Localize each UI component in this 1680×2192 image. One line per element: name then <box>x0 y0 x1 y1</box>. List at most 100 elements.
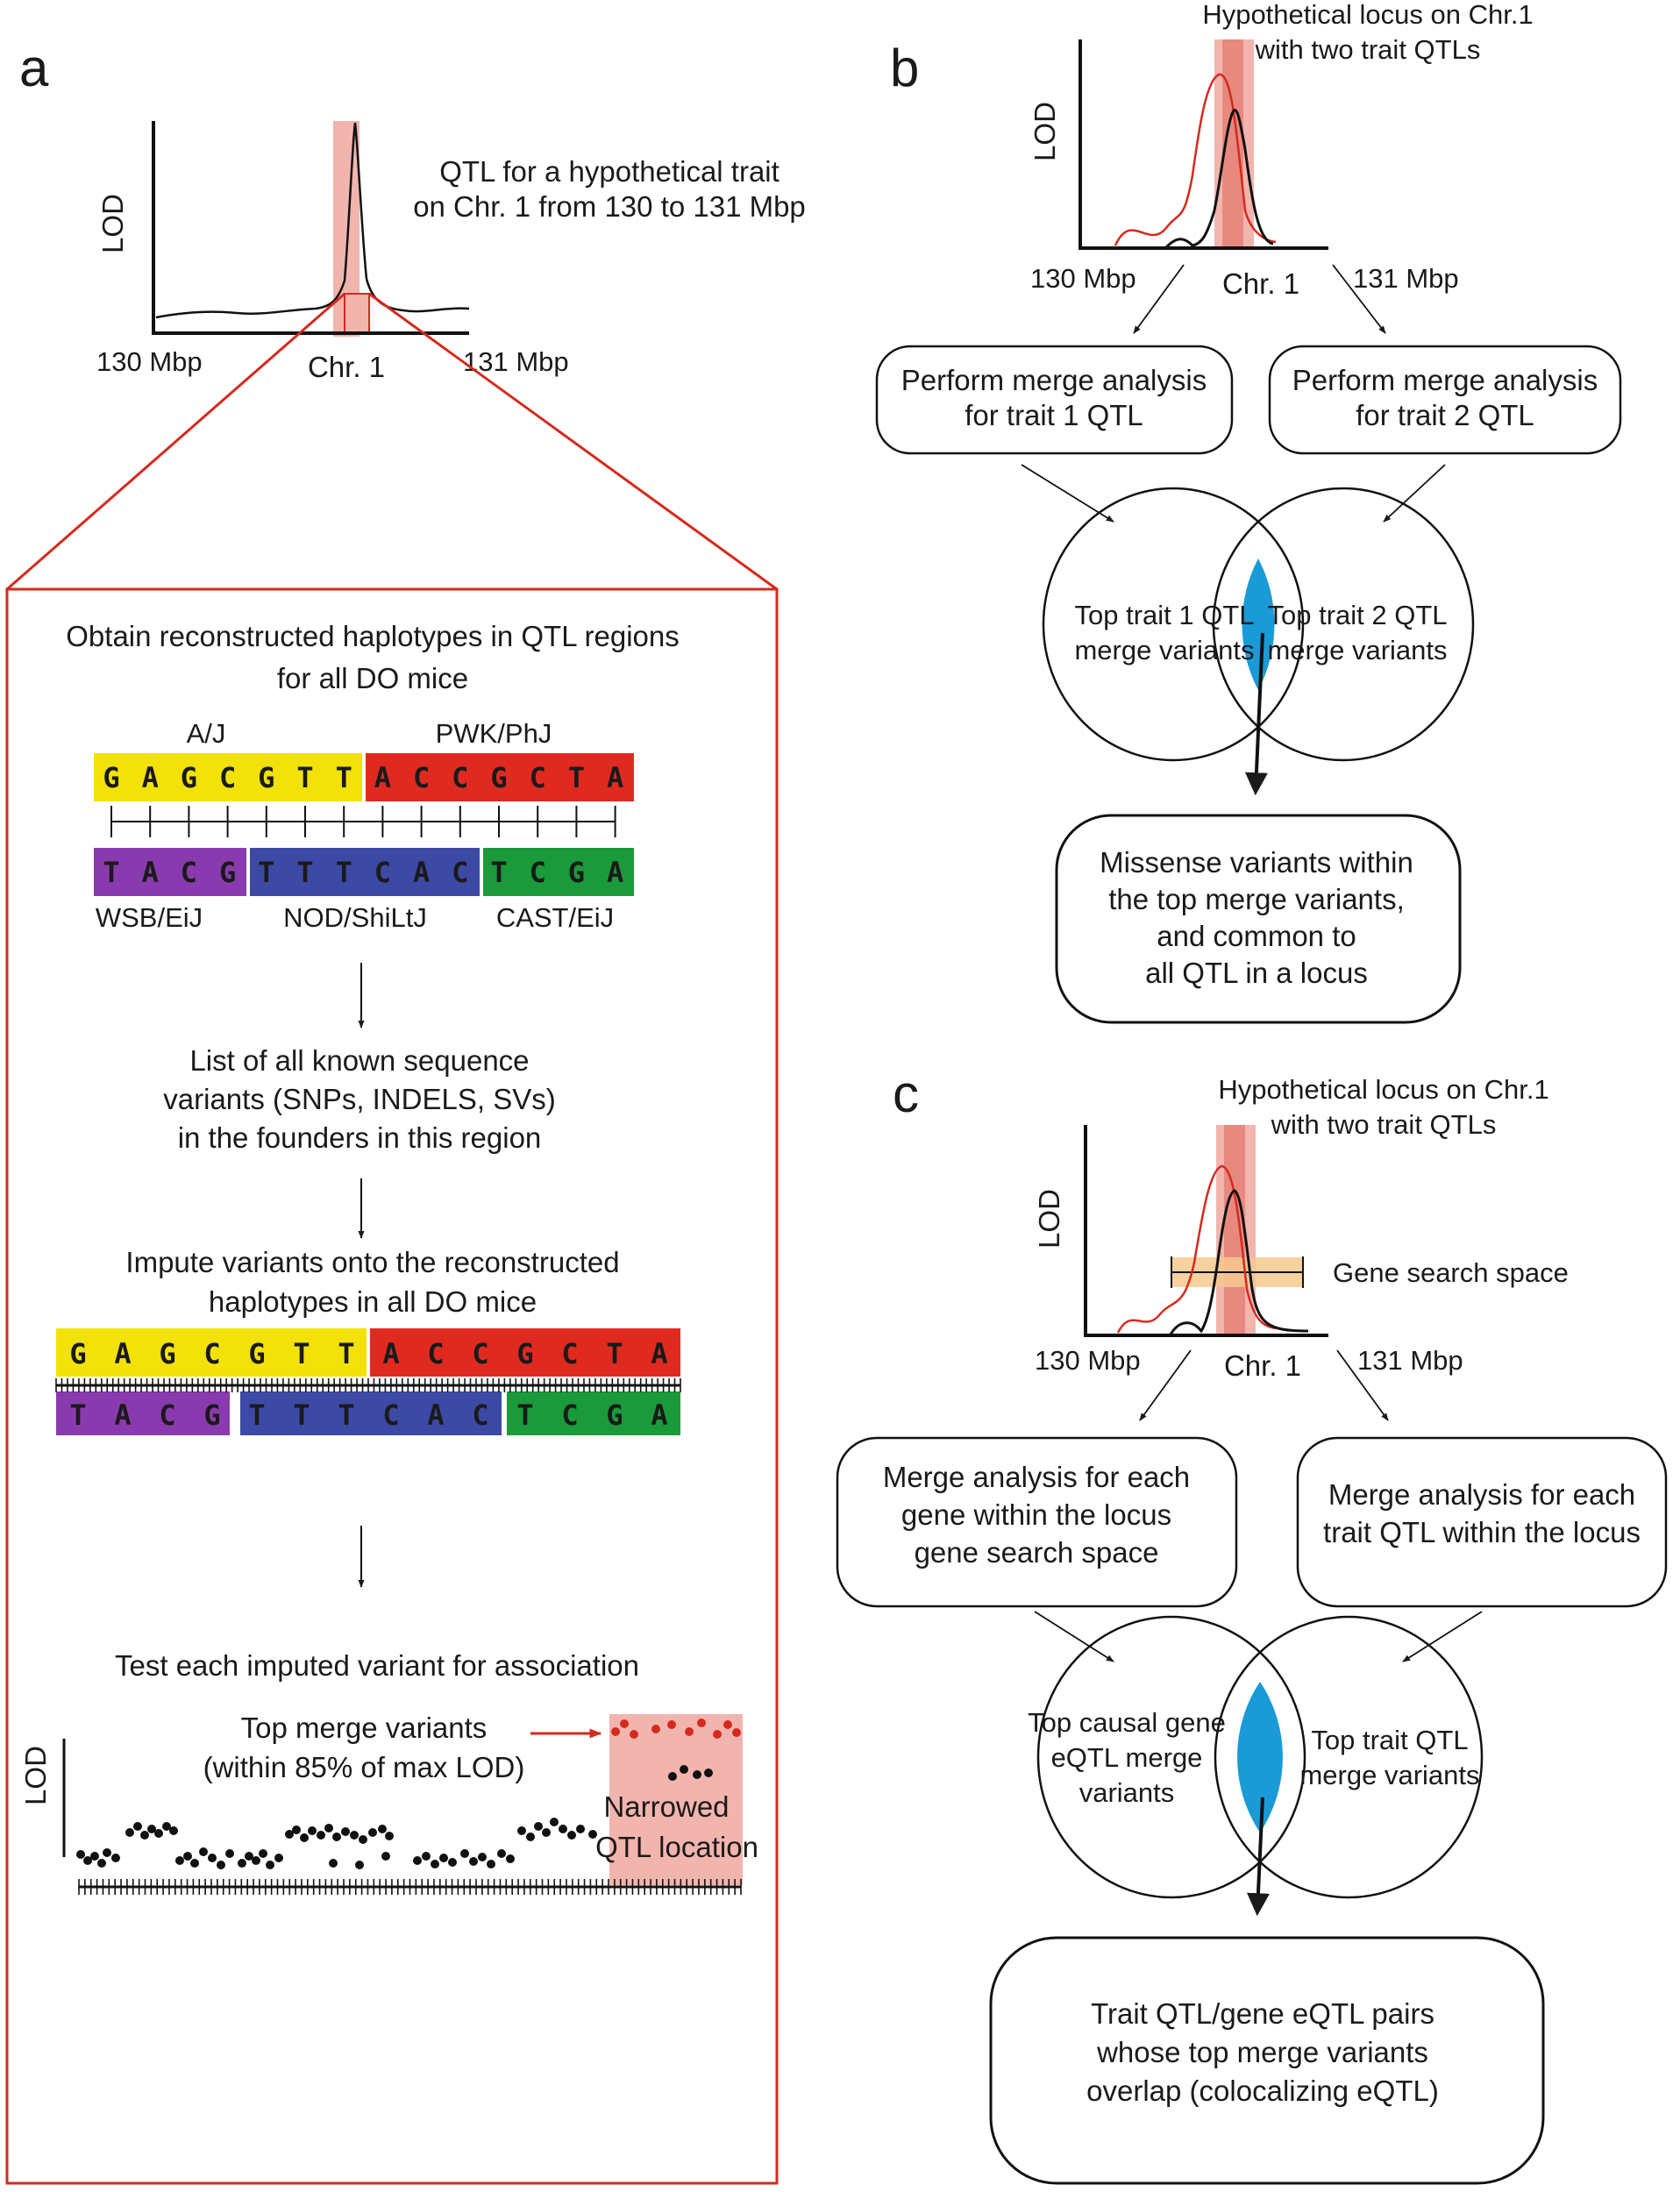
panel-c-venn-overlap <box>1237 1682 1283 1833</box>
step2-line3: in the founders in this region <box>178 1121 542 1154</box>
zoom-line-left <box>6 292 345 591</box>
panel-c-box-gene-line3: gene search space <box>915 1536 1159 1569</box>
variant-point <box>588 1830 597 1839</box>
qtl-caption-line1: QTL for a hypothetical trait <box>439 155 779 188</box>
panel-b-venn-left-line2: merge variants <box>1074 635 1254 665</box>
segment-cast <box>483 848 634 896</box>
panel-a-letter: a <box>19 39 49 97</box>
nucleotide-base: T <box>336 761 352 794</box>
nucleotide-base: T <box>490 856 507 889</box>
nucleotide-base: G <box>103 761 119 794</box>
panel-c-box-trait <box>1296 1436 1668 1608</box>
qtl-caption-line2: on Chr. 1 from 130 to 131 Mbp <box>413 190 806 223</box>
variant-point <box>668 1772 677 1781</box>
nucleotide-base: T <box>293 1398 310 1432</box>
nucleotide-base: T <box>69 1398 86 1432</box>
variant-point <box>324 1824 333 1833</box>
imputed-segment-nod <box>240 1391 502 1435</box>
nucleotide-base: C <box>203 1337 220 1370</box>
nucleotide-base: T <box>338 1337 354 1370</box>
association-points <box>76 1719 741 1869</box>
panel-b-axes <box>1078 39 1328 250</box>
variant-point <box>208 1854 217 1862</box>
variant-point <box>497 1849 506 1858</box>
variant-point <box>341 1827 350 1836</box>
panel-c-axis-right: 131 Mbp <box>1357 1345 1463 1376</box>
panel-b-letter: b <box>890 39 919 97</box>
top-merge-variant-point <box>713 1730 722 1739</box>
variant-point <box>704 1769 713 1777</box>
panel-c-venn: Top causal gene eQTL merge variants Top … <box>1028 1615 1484 1899</box>
panel-b-result-box <box>1055 814 1462 1024</box>
arrow-box2-to-venn <box>1383 464 1446 523</box>
nucleotide-base: C <box>472 1337 488 1370</box>
variant-point <box>308 1826 317 1835</box>
variant-point <box>300 1833 309 1842</box>
nucleotide-base: T <box>258 856 274 889</box>
imputed-variant-ticks <box>55 1378 681 1392</box>
panel-b: b Hypothetical locus on Chr.1 with two t… <box>875 0 1622 1024</box>
variant-point <box>238 1859 246 1868</box>
variant-point <box>162 1822 171 1831</box>
panel-b-venn-left <box>1042 487 1305 762</box>
nucleotide-base: A <box>607 856 623 889</box>
panel-c-venn-left-line1: Top causal gene <box>1028 1707 1226 1738</box>
nucleotide-base: T <box>296 856 313 889</box>
variant-point <box>378 1825 387 1833</box>
panel-c-result-line3: overlap (colocalizing eQTL) <box>1086 2075 1439 2107</box>
imputed-segment-wsb <box>56 1391 230 1435</box>
trait1-lod-curve <box>1114 73 1277 246</box>
panel-c-venn-left-line3: variants <box>1079 1777 1175 1808</box>
founder-label-pwk: PWK/PhJ <box>436 718 552 749</box>
segment-aj <box>94 753 362 801</box>
variant-point <box>460 1849 469 1858</box>
panel-c-box-gene-line1: Merge analysis for each <box>883 1461 1190 1493</box>
variant-point <box>175 1856 184 1865</box>
variant-point <box>252 1856 260 1865</box>
nucleotide-base: T <box>338 1398 354 1432</box>
nucleotide-base: C <box>159 1398 175 1432</box>
association-plot: LOD Top merge variants (within 85% of ma… <box>19 1712 758 1895</box>
founder-label-wsb: WSB/EiJ <box>96 902 203 933</box>
nucleotide-base: C <box>561 1398 578 1432</box>
variant-point <box>381 1852 390 1861</box>
variant-point <box>285 1830 294 1839</box>
panel-c-title-line2: with two trait QTLs <box>1271 1109 1497 1140</box>
panel-c-result-line2: whose top merge variants <box>1096 2036 1428 2068</box>
top-merge-variant-point <box>651 1725 660 1733</box>
narrowed-label-line1: Narrowed <box>603 1790 729 1823</box>
variant-point <box>147 1825 156 1833</box>
nucleotide-base: A <box>427 1398 444 1432</box>
step2-line1: List of all known sequence <box>189 1044 529 1077</box>
panel-b-venn-left-line1: Top trait 1 QTL <box>1074 600 1254 630</box>
variant-point <box>259 1849 267 1858</box>
panel-a: a LOD 130 Mbp Chr. 1 131 Mbp QTL for a h… <box>5 39 806 2185</box>
founder-label-nod: NOD/ShiLtJ <box>283 902 427 933</box>
segment-pwk <box>366 753 634 801</box>
segment-wsb <box>94 848 246 896</box>
nucleotide-base: T <box>293 1337 310 1370</box>
variant-point <box>217 1861 225 1869</box>
nucleotide-base: T <box>336 856 352 889</box>
variant-point <box>292 1825 301 1834</box>
panel-c-box-trait-line1: Merge analysis for each <box>1328 1478 1635 1511</box>
nucleotide-base: T <box>248 1398 265 1432</box>
top-merge-variant-point <box>620 1719 629 1728</box>
variant-point <box>517 1826 526 1835</box>
variant-point <box>199 1847 208 1856</box>
nucleotide-base: G <box>516 1337 533 1370</box>
panel-c-box-trait-line2: trait QTL within the locus <box>1323 1516 1641 1548</box>
nucleotide-base: A <box>142 856 159 889</box>
nucleotide-base: G <box>568 856 585 889</box>
variant-point <box>154 1829 163 1838</box>
axis-left-label: 130 Mbp <box>96 346 203 377</box>
variant-point <box>359 1835 367 1844</box>
zoom-line-right <box>368 292 778 591</box>
variant-point <box>693 1770 701 1779</box>
panel-c-axes <box>1084 1125 1328 1337</box>
